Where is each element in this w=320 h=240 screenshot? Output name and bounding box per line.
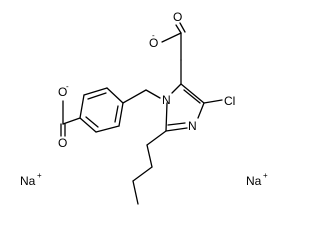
bond-ar-6	[118, 102, 124, 127]
bond-co-double-top-a	[175, 24, 182, 34]
bond-butyl-1-2	[146, 144, 153, 168]
bond-c2-n1	[165, 102, 168, 132]
atom-n-ring-3: N	[188, 119, 197, 133]
bond-ar-2	[83, 87, 108, 96]
atom-labels: O O - O - O N N Cl Na + Na +	[20, 10, 268, 188]
bond-c5-c4-a	[180, 83, 205, 104]
bond-ar-3	[79, 94, 85, 119]
bond-c4-n3	[197, 102, 205, 119]
atom-na-left: Na	[20, 174, 36, 188]
bond-co-single-top	[161, 32, 182, 43]
atom-cl: Cl	[224, 94, 235, 108]
bond-ar-carboxyl	[62, 117, 81, 125]
bond-ch2-aryl	[122, 89, 147, 104]
charge-na-right: +	[263, 171, 268, 180]
bond-c4-cl	[203, 99, 223, 104]
bonds	[60, 22, 223, 205]
bond-n1-ch2	[145, 89, 161, 99]
atom-o-top-anion: O	[149, 36, 158, 50]
atom-o-left-anion: O	[58, 85, 67, 99]
bond-ar-5	[95, 125, 120, 133]
bond-c5-c4-b	[183, 89, 201, 104]
bond-c5-n1	[171, 83, 182, 94]
charge-o-top-anion: -	[152, 31, 155, 40]
atom-n-ring-1: N	[162, 93, 171, 107]
atom-o-top-double: O	[173, 10, 182, 24]
bond-co-double-top-b	[179, 22, 186, 33]
bond-c2-butyl-1	[146, 130, 167, 146]
bond-n3-c2-a	[165, 127, 188, 132]
charge-na-left: +	[37, 171, 42, 180]
bond-ar-4-inner	[85, 116, 99, 128]
bond-ar-6-inner	[114, 105, 119, 123]
bond-butyl-3-4	[132, 180, 139, 205]
atom-na-right: Na	[246, 174, 262, 188]
bond-n3-c2-b	[167, 122, 186, 126]
structure-diagram: O O - O - O N N Cl Na + Na +	[20, 10, 268, 205]
bond-ar-1	[106, 87, 124, 104]
bond-butyl-2-3	[132, 166, 153, 182]
bond-ar-4	[79, 117, 97, 133]
bond-ar-2-inner	[87, 92, 107, 100]
atom-o-left-double: O	[58, 136, 67, 150]
charge-o-left-anion: -	[66, 82, 69, 91]
